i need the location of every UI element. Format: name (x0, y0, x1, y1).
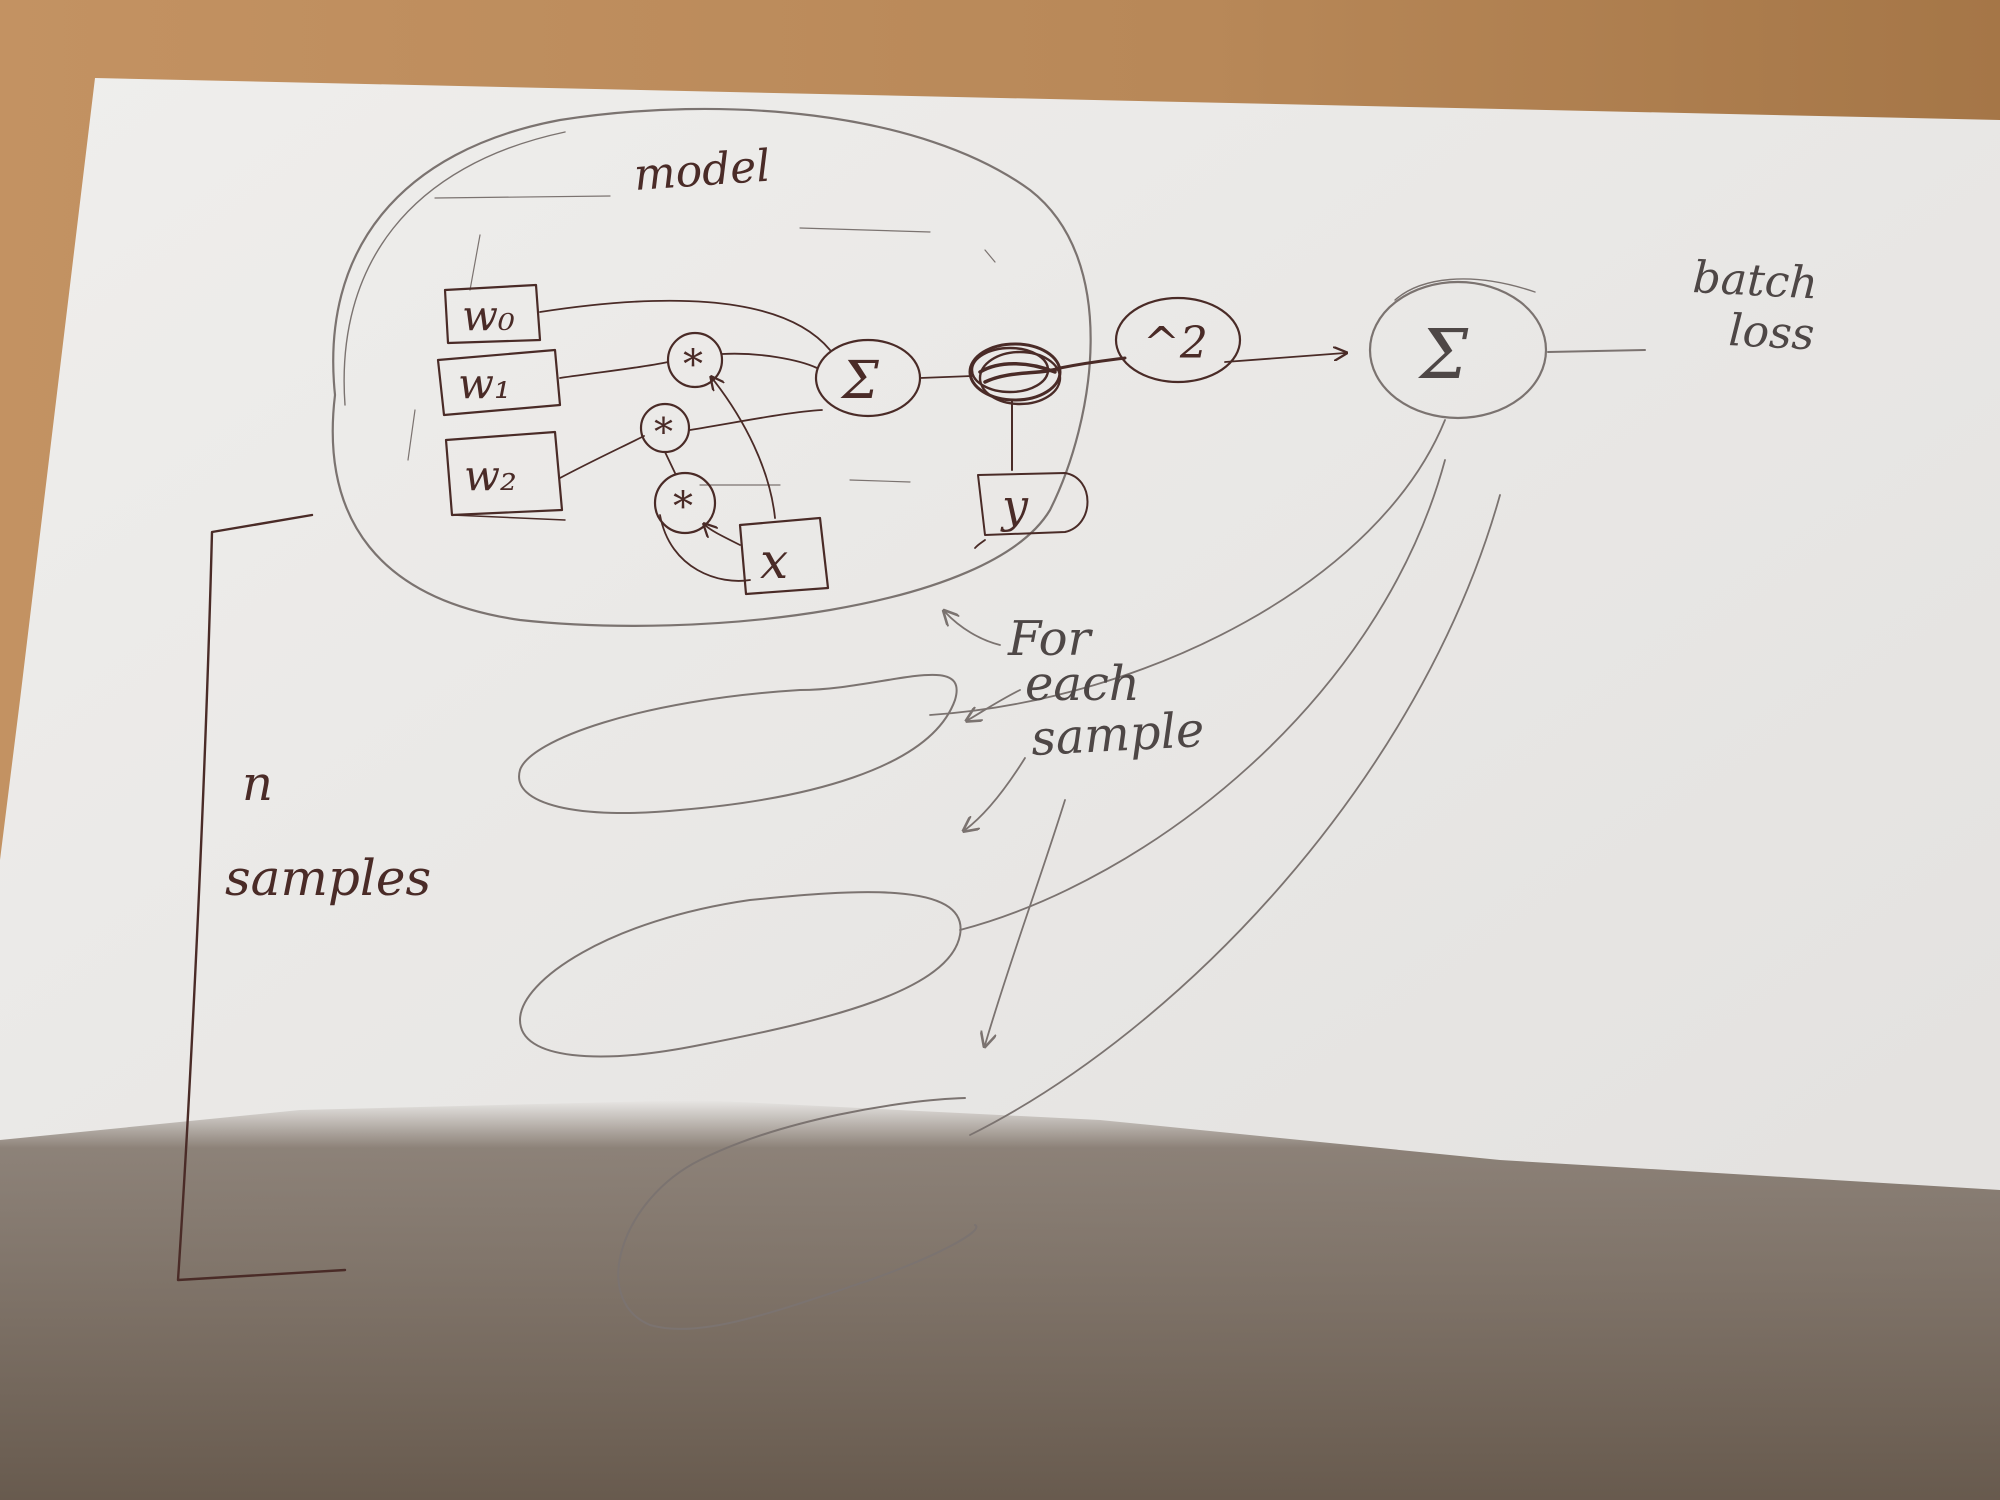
each-label: each (1025, 656, 1140, 712)
sum-node-model-label: Σ (840, 351, 879, 411)
sum-node-batch: Σ (1368, 278, 1548, 420)
multiply-node-mid-label: * (654, 410, 673, 454)
for-label: For (1007, 611, 1094, 667)
loss-label: loss (1727, 305, 1815, 360)
for-each-arrows (945, 612, 1066, 1045)
batch-loss-output-line (1547, 349, 1646, 353)
batch-sum-connectors (929, 419, 1501, 1136)
model-stroke-c (469, 234, 481, 291)
difference-node-scribble (968, 342, 1062, 406)
weight-w2: w₂ (444, 430, 566, 521)
weight-w0: w₀ (443, 283, 542, 345)
weight-w2-label: w₂ (464, 451, 517, 500)
n-label: n (242, 756, 273, 812)
square-node-label: ^2 (1143, 318, 1208, 369)
model-boundary (331, 107, 1092, 627)
model-stroke-f (849, 479, 911, 483)
model-stroke-e (407, 409, 416, 461)
model-boundary-retrace (343, 131, 566, 406)
arrow-square-to-batch-sum (1224, 353, 1345, 363)
model-stroke-d (984, 249, 996, 263)
target-y: y (977, 472, 1089, 536)
weight-w1-label: w₁ (458, 359, 511, 408)
multiply-node-low-label: * (673, 484, 693, 530)
sample-ellipse-2 (518, 673, 958, 815)
input-x: x (738, 516, 830, 596)
sum-node-batch-label: Σ (1417, 316, 1469, 395)
samples-label: samples (225, 849, 431, 907)
multiply-node-top: * (666, 331, 724, 389)
multiply-node-low: * (653, 471, 717, 535)
sample-ellipse-3 (519, 891, 962, 1058)
target-y-label: y (1000, 479, 1029, 533)
hand-shadow (0, 1100, 2000, 1500)
model-stroke-b (799, 227, 931, 233)
batch-label: batch (1691, 252, 1819, 309)
multiply-node-top-label: * (683, 342, 703, 388)
input-x-label: x (760, 532, 788, 590)
weight-w1: w₁ (436, 348, 562, 417)
model-edges (539, 299, 1127, 582)
n-samples-bracket (176, 513, 347, 1282)
weight-w0-label: w₀ (462, 291, 515, 340)
sample-ellipse-4 (617, 1097, 978, 1330)
sample-label: sample (1030, 702, 1206, 767)
model-stroke-a (434, 195, 611, 199)
square-node: ^2 (1114, 296, 1242, 384)
model-label: model (632, 141, 772, 201)
